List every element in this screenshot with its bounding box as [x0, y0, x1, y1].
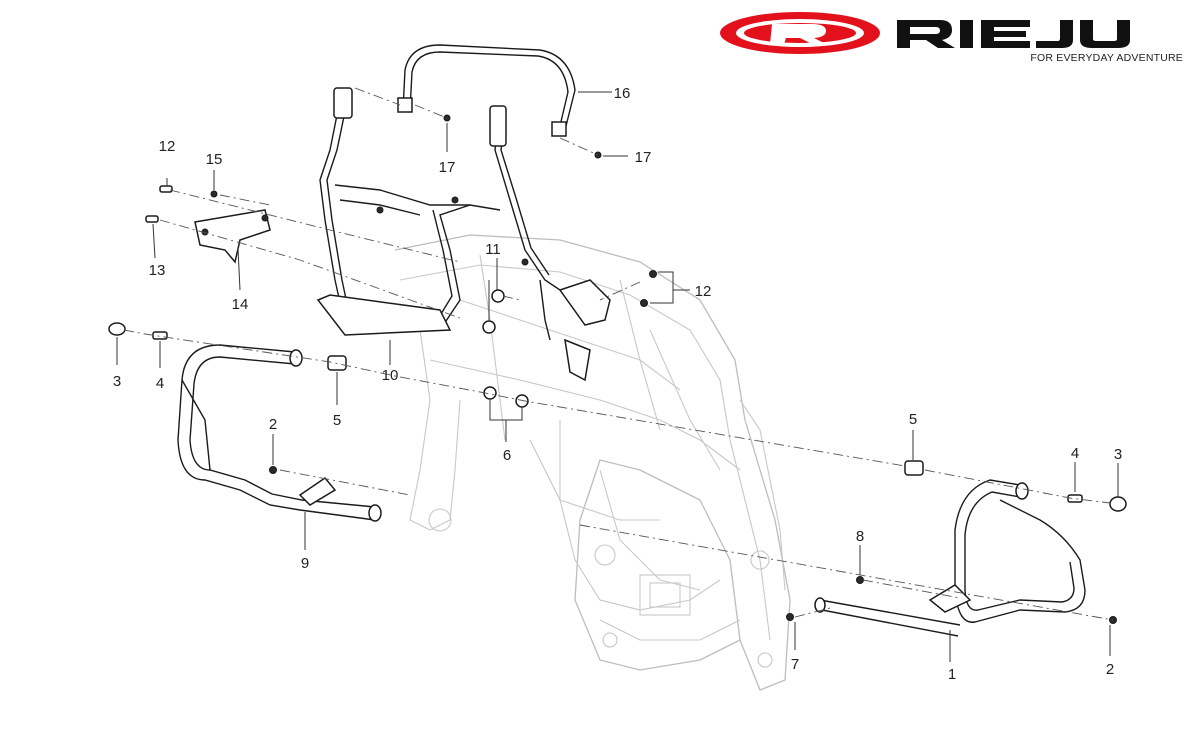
callout-5-left: 5: [333, 412, 341, 429]
nut-12a: [649, 270, 657, 278]
callout-12-right: 12: [695, 283, 712, 300]
washer-15: [210, 190, 218, 198]
logo-wordmark: [897, 20, 1130, 48]
brand-logo: FOR EVERYDAY ADVENTURE: [720, 12, 1183, 64]
callout-6: 6: [503, 447, 511, 464]
callout-2-right: 2: [1106, 661, 1114, 678]
callout-10: 10: [382, 367, 399, 384]
bolt-13: [145, 215, 159, 223]
callout-12-left: 12: [159, 138, 176, 155]
callout-16: 16: [614, 85, 631, 102]
spacer-left: [327, 355, 347, 371]
bolt-12-left: [159, 185, 173, 193]
assembly-lines: [123, 87, 1114, 621]
left-bracket: [194, 209, 271, 264]
nut-8: [856, 576, 864, 584]
bolt-2-left: [269, 466, 277, 474]
bolt-left: [152, 331, 168, 340]
hardware: [108, 114, 1127, 624]
callout-4-left: 4: [156, 375, 164, 392]
callout-13: 13: [149, 262, 166, 279]
spacer-right: [904, 460, 924, 476]
logo-tagline: FOR EVERYDAY ADVENTURE: [1030, 52, 1183, 64]
callout-labels: 1 2 2 3 3 4 4 5 5 6 7 8 9 10 11 12 12 13…: [113, 85, 1122, 683]
leader-lines: [116, 91, 1119, 662]
callout-11: 11: [485, 241, 501, 258]
callout-8: 8: [856, 528, 864, 545]
bolt-11a: [491, 289, 505, 303]
callout-17-right: 17: [635, 149, 652, 166]
nut-12b: [640, 299, 648, 307]
callout-2-left: 2: [269, 416, 277, 433]
right-crash-bar: [814, 479, 1086, 637]
upper-crash-frame: [316, 87, 611, 382]
callout-9: 9: [301, 555, 309, 572]
left-crash-bar: [177, 344, 382, 522]
rear-grab-handle: [397, 44, 576, 137]
callout-7: 7: [791, 656, 799, 673]
bolt-right: [1067, 494, 1083, 503]
callout-3-right: 3: [1114, 446, 1122, 463]
cap-right: [1109, 496, 1127, 512]
callout-4-right: 4: [1071, 445, 1079, 462]
callout-3-left: 3: [113, 373, 121, 390]
callout-15: 15: [206, 151, 223, 168]
callout-5-right: 5: [909, 411, 917, 428]
callout-1: 1: [948, 666, 956, 683]
callout-14: 14: [232, 296, 249, 313]
cap-left: [108, 322, 126, 336]
bolt-11b: [482, 320, 496, 334]
bolt-7: [786, 613, 794, 621]
callout-17-left: 17: [439, 159, 456, 176]
